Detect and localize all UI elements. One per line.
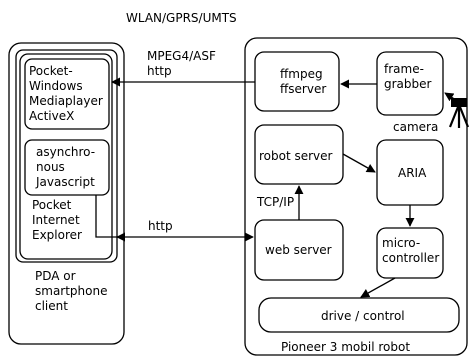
javascript-box bbox=[24, 139, 110, 196]
robot-server-to-aria-arrow bbox=[342, 153, 376, 173]
frame-grabber-label: frame-grabber bbox=[384, 62, 432, 91]
microcontroller-box bbox=[376, 227, 444, 279]
network-label: WLAN/GPRS/UMTS bbox=[126, 11, 237, 25]
http-link-label: http bbox=[148, 219, 173, 233]
javascript-to-explorer-connector bbox=[95, 195, 117, 238]
drive-control-box bbox=[258, 297, 460, 333]
robot-label: Pioneer 3 mobil robot bbox=[281, 340, 410, 354]
microcontroller-to-drive-arrow bbox=[360, 277, 396, 298]
web-server-label: web server bbox=[265, 243, 332, 257]
media-player-box bbox=[24, 58, 110, 130]
microcontroller-label: micro-controller bbox=[382, 236, 439, 265]
aria-label: ARIA bbox=[398, 166, 427, 180]
camera-label: camera bbox=[393, 120, 438, 134]
tcpip-label: TCP/IP bbox=[256, 195, 294, 209]
camera-to-grabber-arrow bbox=[444, 92, 457, 102]
robot-server-label: robot server bbox=[259, 149, 333, 163]
drive-control-label: drive / control bbox=[321, 309, 405, 323]
camera-tripod-icon bbox=[448, 98, 470, 128]
